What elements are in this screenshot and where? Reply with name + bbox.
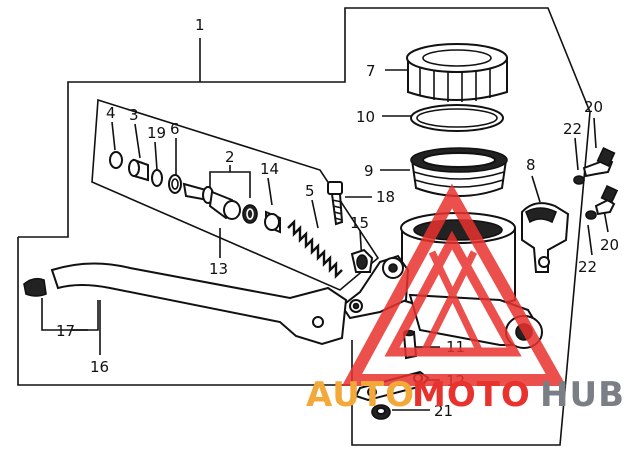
assembly-boundary [18, 7, 591, 446]
label-20b: 20 [600, 236, 619, 254]
leader-22b [587, 224, 593, 256]
piston-cup [242, 204, 258, 224]
label-17: 17 [56, 322, 75, 340]
nut [371, 404, 391, 420]
spring-seat [264, 210, 281, 234]
dust-seal [128, 158, 149, 182]
watermark-text-moto: MOTO [412, 375, 531, 415]
holder-clamp [521, 202, 570, 273]
label-7: 7 [366, 62, 376, 80]
reservoir-cap [406, 43, 508, 102]
reservoir-plate [410, 104, 504, 132]
leader-14 [267, 177, 273, 206]
leader-3 [134, 123, 141, 159]
leader-4 [111, 121, 116, 151]
leader-20a [593, 117, 597, 149]
spring [287, 219, 343, 279]
label-6: 6 [170, 120, 180, 138]
label-21: 21 [434, 402, 453, 420]
label-13: 13 [209, 260, 228, 278]
label-18: 18 [376, 188, 395, 206]
piston-kit-box [91, 98, 380, 291]
watermark-text-auto: AUTO [306, 375, 415, 415]
leader-19 [154, 141, 158, 171]
label-20a: 20 [584, 98, 603, 116]
label-19: 19 [147, 124, 166, 142]
label-5: 5 [305, 182, 315, 200]
circlip [109, 151, 123, 169]
watermark-text-hub: HUB [540, 375, 625, 415]
label-1: 1 [195, 16, 205, 34]
label-3: 3 [129, 106, 139, 124]
label-10: 10 [356, 108, 375, 126]
screw-18 [327, 181, 344, 226]
leader-8 [531, 175, 541, 203]
brake-lever [23, 262, 348, 346]
leader-5 [311, 199, 319, 229]
label-8: 8 [526, 156, 536, 174]
leader-22a [574, 137, 579, 171]
label-22a: 22 [563, 120, 582, 138]
label-2: 2 [225, 148, 235, 166]
watermark-emblem [341, 183, 567, 386]
label-16: 16 [90, 358, 109, 376]
bolt-lower [585, 184, 619, 220]
label-15: 15 [350, 214, 369, 232]
diaphragm [410, 147, 508, 197]
label-14: 14 [260, 160, 279, 178]
label-22b: 22 [578, 258, 597, 276]
washer-19 [151, 169, 163, 187]
piston [182, 182, 241, 220]
label-4: 4 [106, 104, 116, 122]
seal-6 [168, 174, 182, 194]
bolt-upper [573, 147, 616, 185]
assembly-boundary-left [17, 237, 352, 386]
leader-17 [41, 298, 99, 331]
label-9: 9 [364, 162, 374, 180]
check-valve [350, 248, 374, 273]
